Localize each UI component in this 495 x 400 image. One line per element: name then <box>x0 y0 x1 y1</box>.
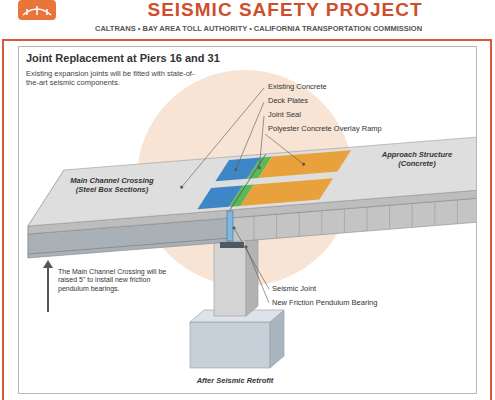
leader-line <box>265 134 304 164</box>
leader-line <box>182 88 264 187</box>
pendulum-bearing <box>220 242 244 248</box>
panel-heading: Joint Replacement at Piers 16 and 31 <box>26 52 469 66</box>
panel-body: Existing expansion joints will be fitted… <box>26 69 196 88</box>
lift-arrow <box>47 266 49 312</box>
view-caption: After Seismic Retrofit <box>160 376 310 385</box>
span-label: Approach Structure (Concrete) <box>372 150 462 168</box>
span-label: Main Channel Crossing (Steel Box Section… <box>62 176 162 194</box>
overlay-ramp <box>258 150 351 178</box>
agency-line: CALTRANS • BAY AREA TOLL AUTHORITY • CAL… <box>95 24 422 33</box>
leader-dot <box>245 246 247 248</box>
callout-label: Polyester Concrete Overlay Ramp <box>268 124 382 133</box>
callout-label: Existing Concrete <box>268 82 327 91</box>
arrow-head <box>43 260 53 268</box>
note-text: The Main Channel Crossing will be raised… <box>58 268 168 293</box>
leader-dot <box>233 227 235 229</box>
callout-label: Seismic Joint <box>272 284 316 293</box>
leader-dot <box>258 167 260 169</box>
overlay-ramp <box>240 178 333 206</box>
logo-badge <box>18 0 56 20</box>
leader-line <box>236 102 264 170</box>
leader-dot <box>235 168 237 170</box>
bridge-illustration <box>28 70 476 368</box>
seismic-joint <box>227 211 233 241</box>
leader-line <box>259 116 264 168</box>
joint-line <box>230 154 266 210</box>
logo-bridge <box>23 6 51 15</box>
callout-label: Joint Seal <box>268 110 301 119</box>
callout-label: Deck Plates <box>268 96 308 105</box>
info-panel: Joint Replacement at Piers 16 and 31 Exis… <box>18 46 477 394</box>
leader-dot <box>180 186 182 188</box>
bottom-flange <box>28 238 230 254</box>
leader-line <box>246 247 269 303</box>
leader-line <box>234 228 269 289</box>
leader-dot <box>302 163 304 165</box>
callout-label: New Friction Pendulum Bearing <box>272 298 377 307</box>
leader-lines <box>180 88 304 303</box>
page-title: SEISMIC SAFETY PROJECT <box>75 0 495 21</box>
footing-front <box>190 322 270 368</box>
pier-column-front <box>214 236 246 316</box>
deck-top <box>28 134 476 226</box>
